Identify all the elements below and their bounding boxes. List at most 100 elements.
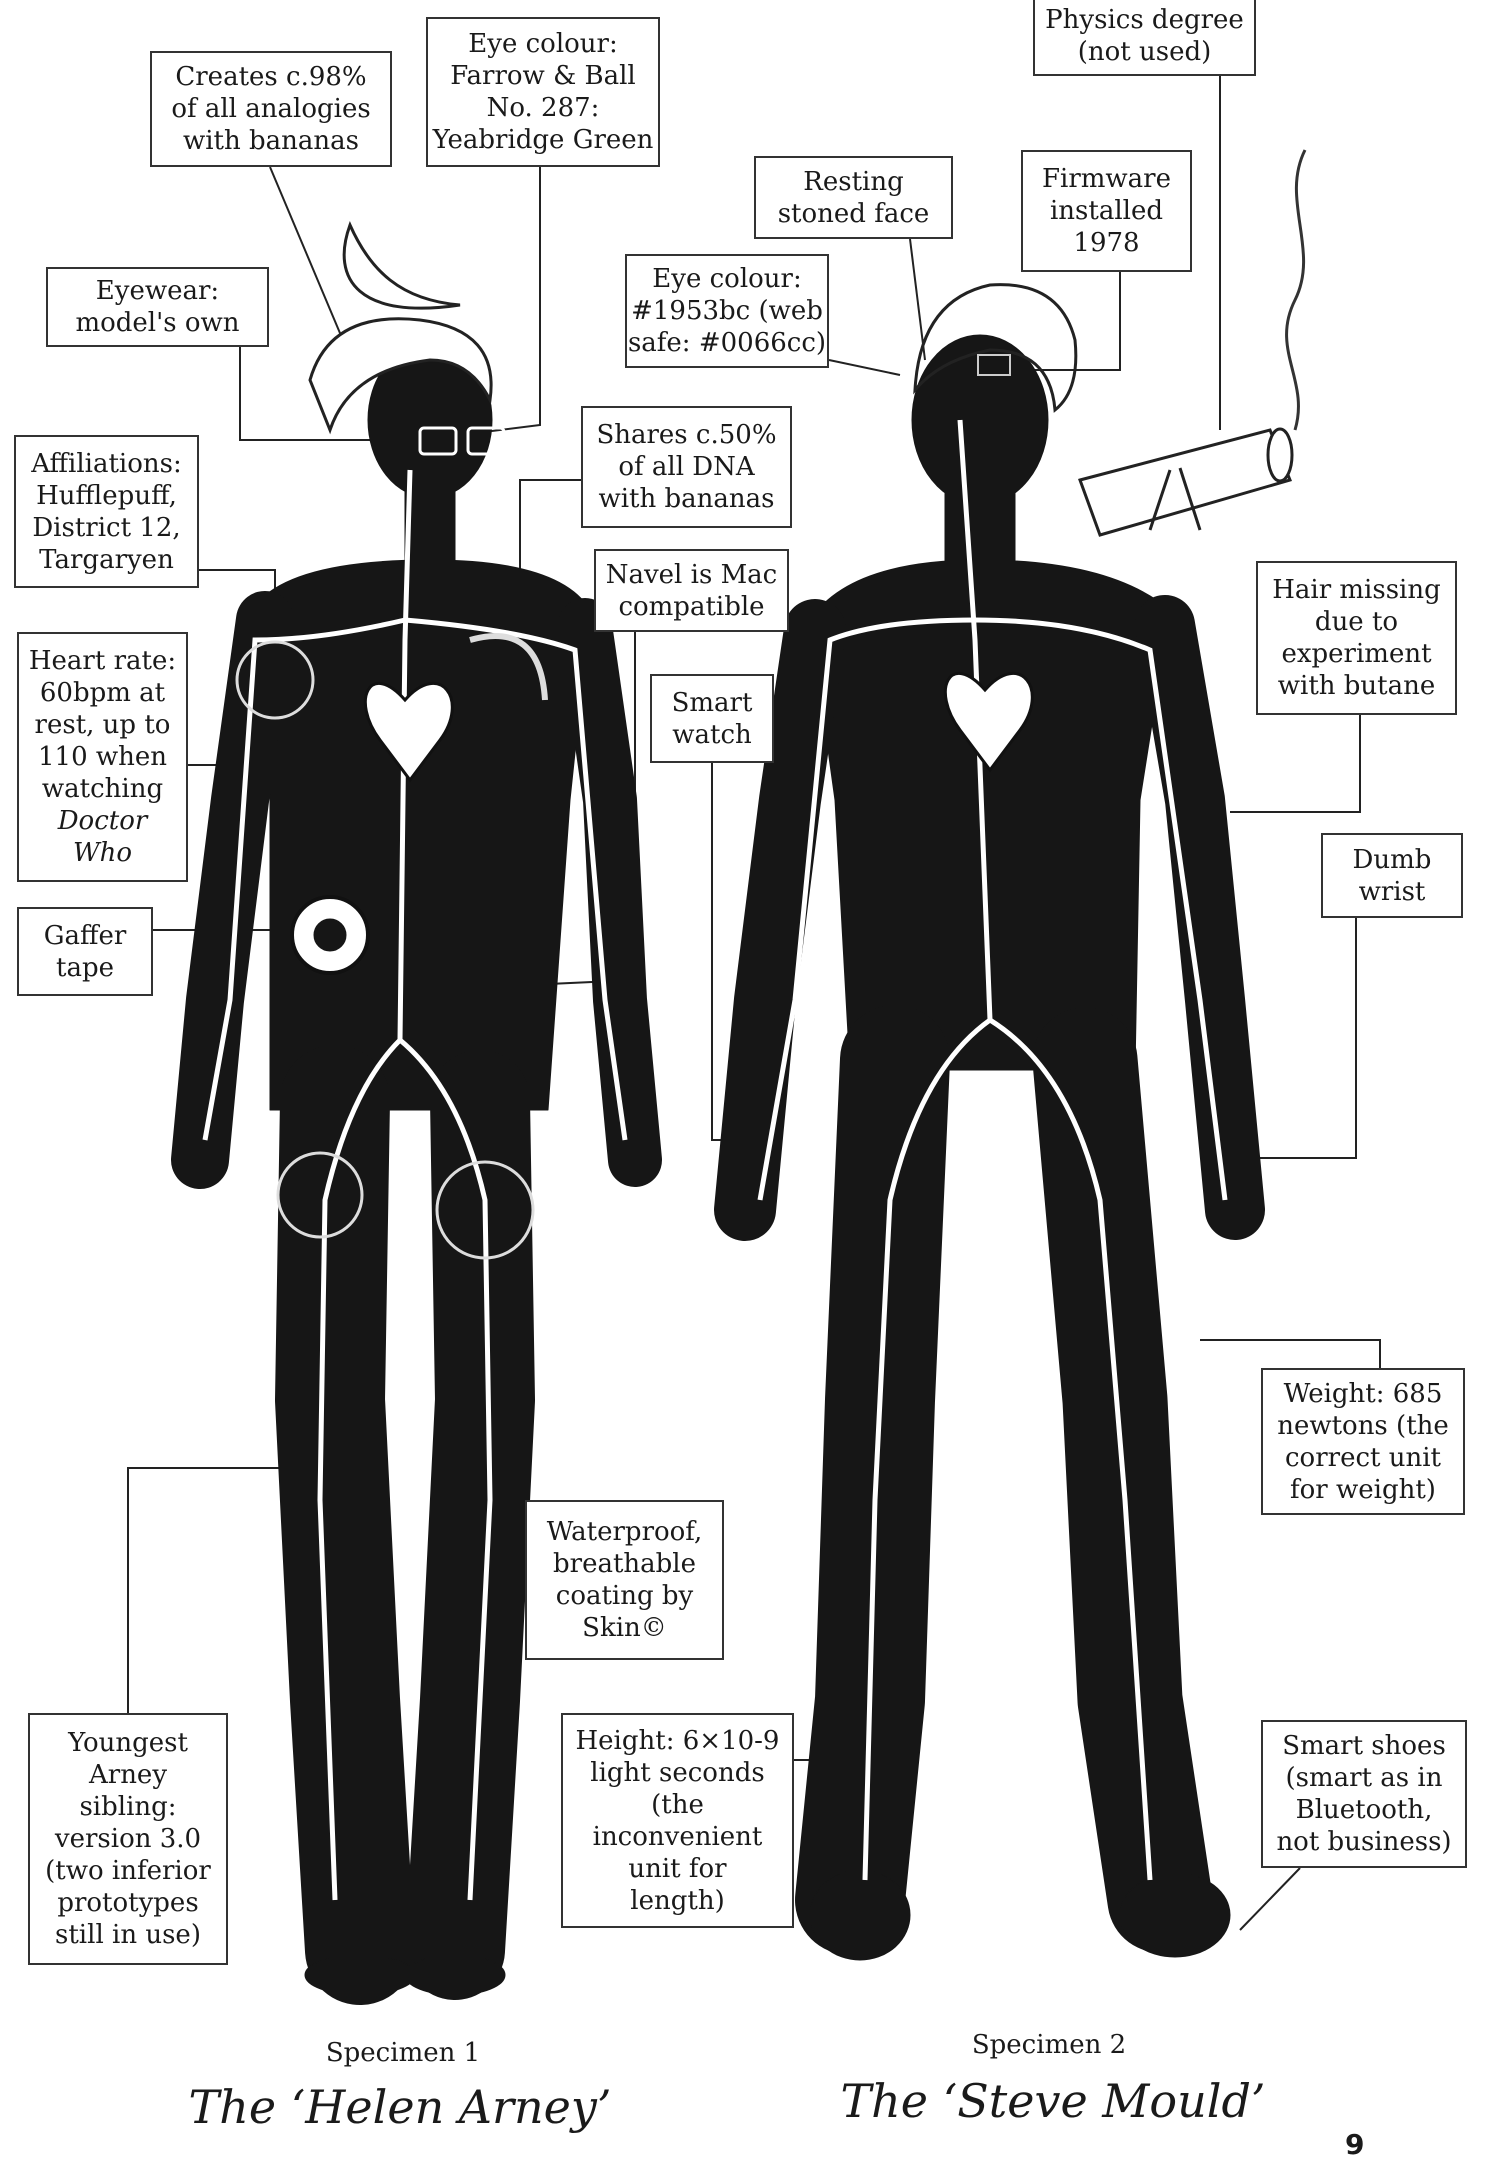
- callout-line: 110 when: [37, 742, 168, 772]
- callout-line: model's own: [75, 308, 240, 338]
- callout-line: watching: [41, 774, 164, 804]
- missing-hair-outline: [913, 283, 1078, 413]
- specimen-2-name: The ‘Steve Mould’: [840, 2074, 1266, 2128]
- smoke-icon: [1285, 149, 1307, 431]
- heart-icon-2: [943, 671, 1034, 773]
- specimen-1-number: Specimen 1: [325, 2038, 481, 2068]
- callout-line: Firmware: [1041, 164, 1171, 194]
- callout-line: version 3.0: [54, 1824, 202, 1854]
- shoulder-banana-icon: [469, 633, 548, 701]
- specimen-2-number: Specimen 2: [971, 2030, 1127, 2060]
- callout-line: Smart shoes: [1282, 1731, 1446, 1761]
- callout-line: newtons (the: [1277, 1410, 1449, 1441]
- callout-line: with butane: [1277, 671, 1436, 701]
- callout-line: tape: [56, 952, 114, 983]
- callout-line: #1953bc (web: [631, 296, 823, 326]
- callout-line: Resting: [803, 166, 904, 197]
- targaryen-crest-icon: [435, 1160, 535, 1260]
- callout-line: Hufflepuff,: [36, 480, 177, 511]
- callout-line: Creates c.98%: [175, 62, 367, 92]
- callout-line: sibling:: [79, 1792, 177, 1822]
- callout-line: breathable: [553, 1549, 696, 1579]
- specimen-1-veins: [202, 469, 628, 1901]
- callout-affiliations: Affiliations:Hufflepuff,District 12,Targ…: [14, 435, 199, 588]
- callout-line: Doctor: [57, 806, 148, 836]
- callout-line: installed: [1049, 196, 1163, 226]
- callout-physics-degree: Physics degree(not used): [1033, 0, 1256, 76]
- hair-outline: [308, 317, 493, 435]
- callout-line: Height: 6×10-9: [575, 1725, 780, 1756]
- callout-line: Smart: [671, 687, 753, 718]
- callout-line: 60bpm at: [39, 678, 166, 708]
- callout-line: Eyewear:: [95, 276, 220, 306]
- callout-line: inconvenient: [592, 1821, 763, 1852]
- specimen-2-silhouette: [714, 334, 1265, 1961]
- callout-line: watch: [672, 719, 752, 750]
- callout-line: Physics degree: [1045, 5, 1244, 35]
- callout-line: light seconds: [590, 1757, 765, 1788]
- callout-line: with bananas: [598, 484, 775, 514]
- callout-line: rest, up to: [34, 710, 171, 740]
- callout-line: (smart as in: [1285, 1763, 1443, 1793]
- callout-line: compatible: [618, 591, 765, 622]
- callout-line: experiment: [1281, 639, 1432, 669]
- callout-line: (two inferior: [45, 1856, 211, 1886]
- callout-line: Weight: 685: [1283, 1378, 1443, 1409]
- heart-icon: [363, 681, 454, 783]
- callout-line: (the: [651, 1789, 704, 1820]
- callout-line: Yeabridge Green: [432, 125, 654, 155]
- diploma-scroll-icon: [1078, 427, 1294, 537]
- callout-line: prototypes: [57, 1888, 199, 1918]
- banana-icon: [342, 220, 461, 310]
- callout-line: still in use): [55, 1920, 201, 1950]
- callout-line: length): [630, 1885, 725, 1916]
- page-number: 9: [1345, 2128, 1365, 2161]
- callout-line: No. 287:: [486, 93, 600, 123]
- callout-line: Shares c.50%: [596, 420, 777, 450]
- callout-line: Skin©: [582, 1613, 667, 1643]
- callout-line: coating by: [555, 1581, 694, 1611]
- district-12-badge-icon: [276, 1151, 364, 1239]
- callout-line: Who: [72, 838, 133, 868]
- specimen-1-name: The ‘Helen Arney’: [188, 2080, 612, 2134]
- glasses-icon: [418, 426, 506, 456]
- callout-line: due to: [1314, 607, 1399, 637]
- callout-line: safe: #0066cc): [627, 328, 827, 358]
- callout-line: Eye colour:: [468, 29, 618, 59]
- firmware-chip-icon: [977, 354, 1011, 376]
- callout-line: Heart rate:: [28, 646, 177, 676]
- callout-eyewear: Eyewear:model's own: [46, 267, 269, 347]
- callout-line: Youngest: [68, 1728, 188, 1758]
- hufflepuff-crest-icon: [235, 640, 315, 720]
- callout-line: (not used): [1077, 37, 1212, 67]
- callout-line: not business): [1276, 1827, 1452, 1857]
- callout-line: correct unit: [1285, 1442, 1441, 1473]
- callout-line: of all analogies: [171, 94, 371, 124]
- callout-line: unit for: [628, 1853, 727, 1884]
- callout-line: Affiliations:: [31, 448, 182, 479]
- callout-line: stoned face: [777, 198, 930, 229]
- callout-line: of all DNA: [618, 452, 755, 482]
- callout-line: Bluetooth,: [1295, 1795, 1433, 1825]
- callout-line: Farrow & Ball: [450, 61, 636, 91]
- specimen-2-veins: [757, 419, 1228, 1881]
- callout-line: Targaryen: [39, 544, 174, 575]
